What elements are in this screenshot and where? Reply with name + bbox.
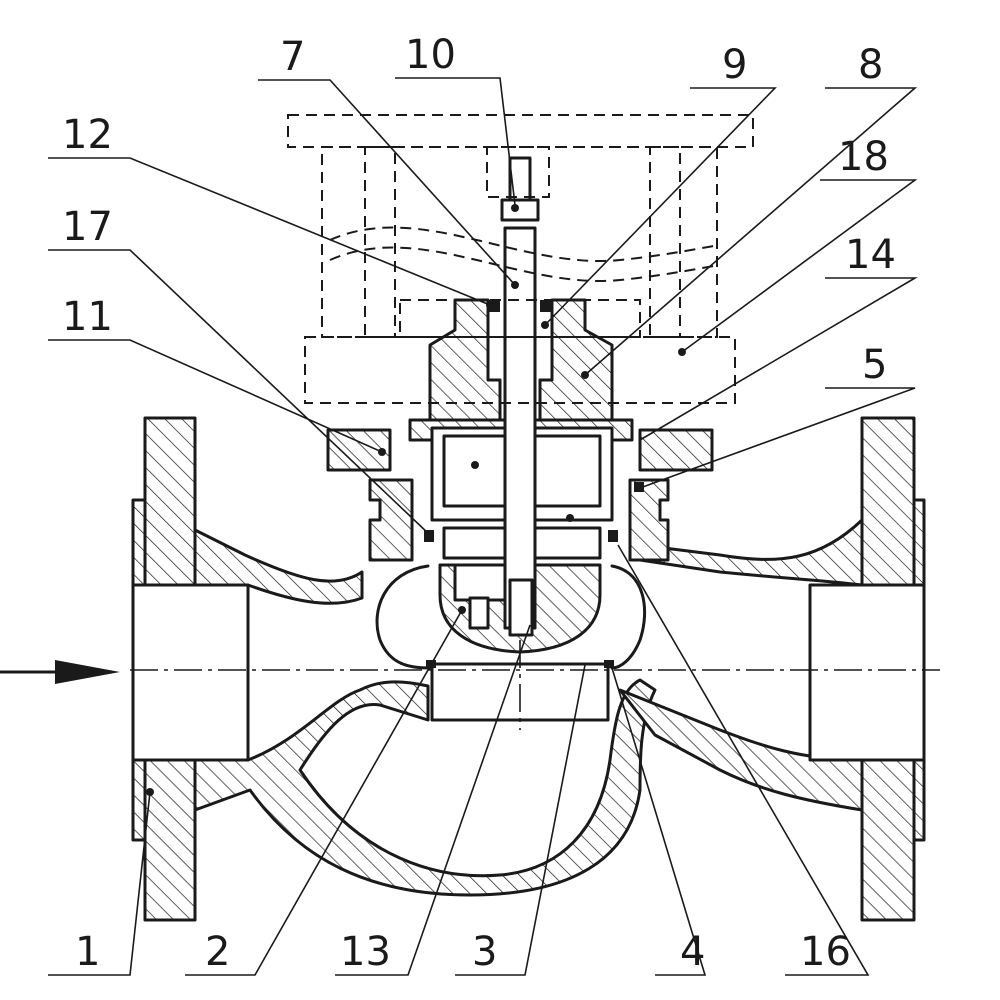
- inlet-lower-wall-bowl: [193, 678, 657, 897]
- body-neck-left: [368, 478, 414, 562]
- stem: [503, 226, 537, 630]
- callout-label-11: 11: [62, 294, 113, 340]
- callout-label-7: 8: [858, 42, 883, 88]
- actuator-outline: [287, 114, 754, 404]
- inlet-port: [131, 583, 250, 762]
- callout-label-4: 4: [680, 929, 705, 975]
- callout-label-10: 10: [405, 32, 456, 78]
- flow-arrow-head: [55, 660, 120, 684]
- callout-label-1: 1: [75, 929, 100, 975]
- bonnet-flange-right: [638, 428, 714, 472]
- callout-label-12: 12: [62, 112, 113, 158]
- body-neck-right: [628, 478, 670, 562]
- callout-label-13: 13: [340, 929, 391, 975]
- outlet-upper-wall: [638, 518, 864, 587]
- callout-label-17: 17: [62, 204, 113, 250]
- plug-window: [453, 563, 512, 602]
- chamber-circle: [375, 564, 647, 670]
- pilot-pin: [468, 596, 490, 630]
- leader-lines: [48, 77, 918, 976]
- stem-nut: [500, 198, 540, 222]
- seal-9: [540, 300, 552, 312]
- callout-label-5: 7: [280, 34, 305, 80]
- seal-seat-right: [604, 660, 614, 668]
- outlet-lower-wall: [618, 688, 864, 812]
- callout-label-9: 9: [722, 42, 747, 88]
- callout-label-14: 14: [845, 232, 896, 278]
- stem-lower: [508, 578, 534, 637]
- outlet-port: [808, 583, 926, 762]
- seal-16: [608, 530, 618, 542]
- seal-17: [424, 530, 434, 542]
- leader-dots: [146, 204, 686, 796]
- callout-label-8: 5: [862, 342, 887, 388]
- callout-label-16: 16: [800, 929, 851, 975]
- callout-label-18: 18: [838, 134, 889, 180]
- callout-label-2: 2: [205, 929, 230, 975]
- bonnet-flange-left: [326, 428, 392, 472]
- callout-label-3: 3: [472, 929, 497, 975]
